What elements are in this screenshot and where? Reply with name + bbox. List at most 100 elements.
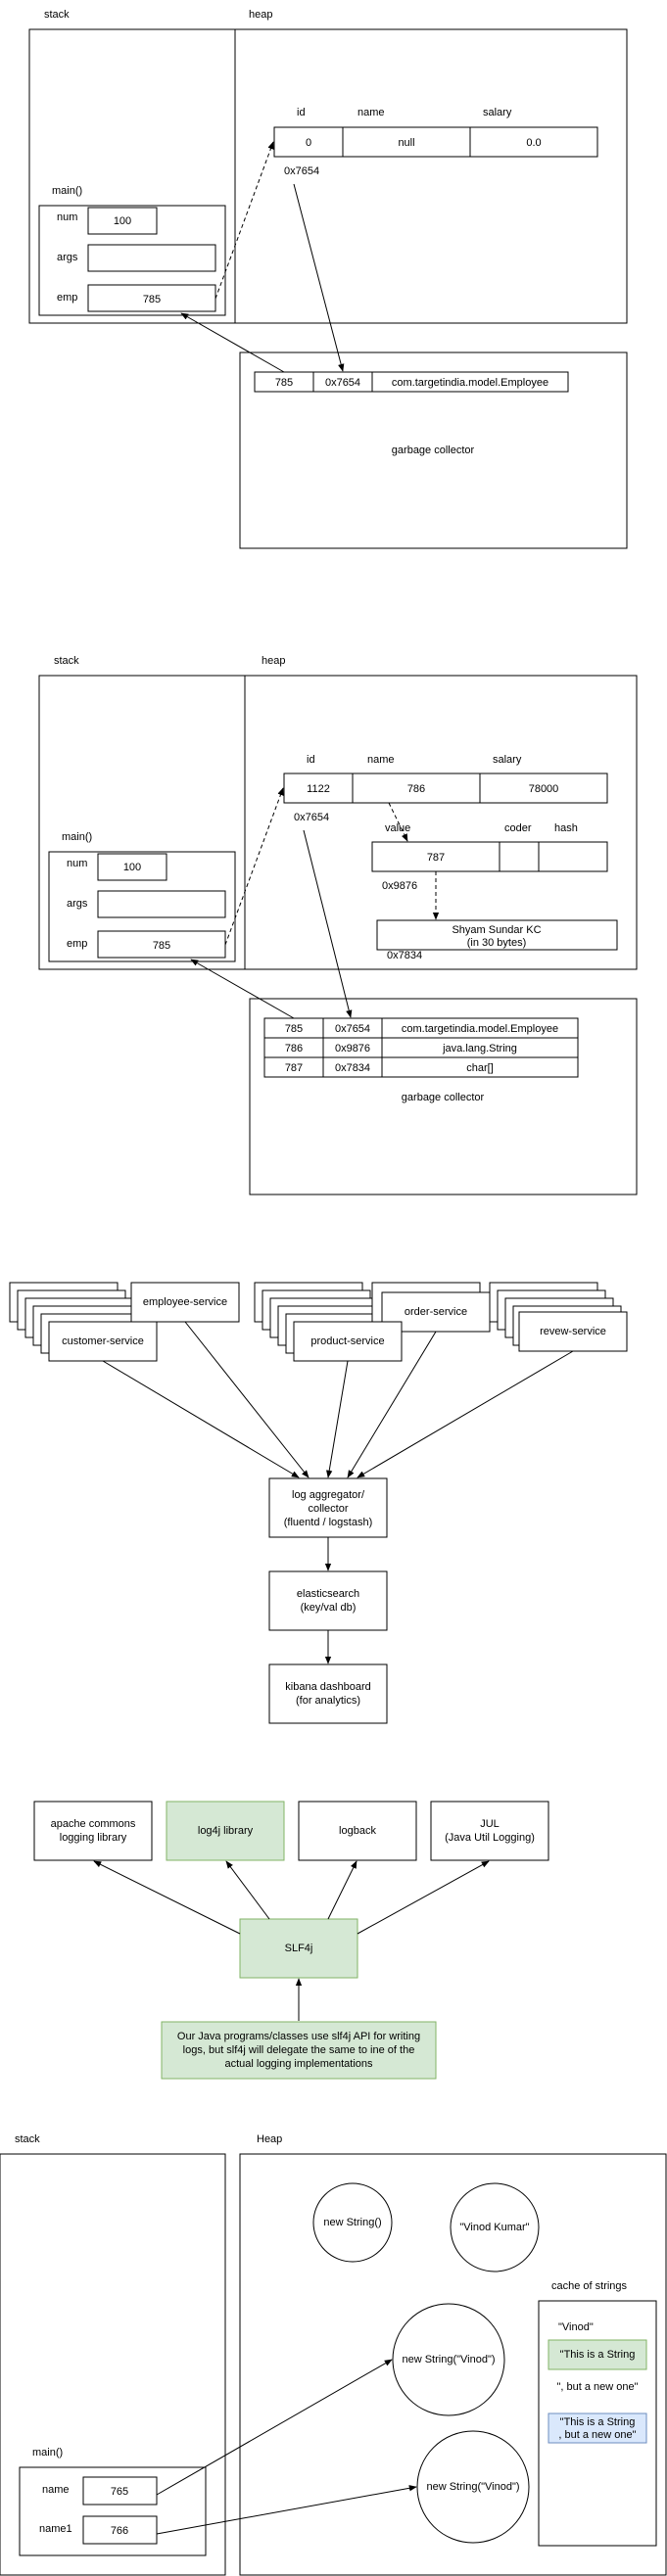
jul-box bbox=[430, 1801, 549, 1861]
gc-label: garbage collector bbox=[402, 1092, 485, 1103]
string-object bbox=[371, 841, 608, 872]
memory-diagram-1: stack heap main() num 100 args emp 785 i… bbox=[28, 9, 628, 549]
gc-label: garbage collector bbox=[392, 445, 475, 456]
var-value-emp: 785 bbox=[143, 294, 161, 305]
slf4j-note bbox=[161, 2021, 437, 2080]
employee-object bbox=[283, 773, 608, 804]
log-aggregator-label: collector bbox=[309, 1503, 349, 1515]
var-value-emp: 785 bbox=[153, 940, 170, 952]
string-object-label: new String("Vinod") bbox=[426, 2481, 519, 2493]
var-box-emp bbox=[97, 930, 226, 959]
char-array-object bbox=[376, 919, 618, 951]
log-aggregator-label: (fluentd / logstash) bbox=[284, 1517, 373, 1528]
heap-label: heap bbox=[249, 9, 272, 21]
memory-diagram-2: stack heap main() num 100 args emp 785 i… bbox=[38, 655, 638, 1195]
commons-logging-label: logging library bbox=[60, 1832, 127, 1844]
order-service-label: order-service bbox=[405, 1306, 467, 1318]
field-header-name: name bbox=[357, 107, 385, 118]
product-service-box bbox=[293, 1321, 403, 1362]
cache-entry-green bbox=[548, 2339, 647, 2370]
gc-cell: 785 bbox=[285, 1023, 303, 1035]
name-reference-arrow bbox=[388, 802, 408, 842]
string-header-value: value bbox=[385, 822, 410, 834]
field-header-salary: salary bbox=[493, 754, 522, 766]
slf4j-box bbox=[239, 1918, 358, 1979]
field-value-salary: 0.0 bbox=[526, 137, 541, 149]
slf4j-diagram: apache commons logging library log4j lib… bbox=[33, 1801, 549, 2080]
cache-label: cache of strings bbox=[551, 2280, 628, 2292]
var-name-num: num bbox=[57, 211, 77, 223]
gc-cell: 0x7834 bbox=[335, 1062, 370, 1074]
gc-cell-address: 0x7654 bbox=[325, 377, 360, 389]
employee-object bbox=[273, 126, 598, 158]
revew-service-box bbox=[518, 1311, 628, 1352]
gc-cell: 0x7654 bbox=[335, 1023, 370, 1035]
log4j-label: log4j library bbox=[198, 1825, 254, 1837]
field-value-id: 0 bbox=[306, 137, 311, 149]
address-arrow bbox=[293, 183, 345, 372]
gc-table-row bbox=[254, 371, 569, 393]
logging-pipeline-diagram: employee-service customer-service order-… bbox=[9, 1282, 628, 1724]
char-array-size: (in 30 bytes) bbox=[467, 937, 527, 949]
stack-label: stack bbox=[15, 2133, 40, 2145]
object-address: 0x7654 bbox=[284, 165, 319, 177]
gc-cell: com.targetindia.model.Employee bbox=[402, 1023, 558, 1035]
emp-reference-arrow bbox=[214, 141, 274, 300]
gc-cell-ref: 785 bbox=[275, 377, 293, 389]
var-value-name1: 766 bbox=[111, 2525, 128, 2537]
commons-logging-label: apache commons bbox=[51, 1818, 136, 1830]
object-address: 0x7654 bbox=[294, 812, 329, 823]
string-object-label: new String() bbox=[323, 2217, 381, 2228]
field-header-name: name bbox=[367, 754, 395, 766]
gc-cell: 0x9876 bbox=[335, 1043, 370, 1054]
elasticsearch-label: (key/val db) bbox=[301, 1602, 357, 1614]
var-name-args: args bbox=[67, 898, 88, 910]
var-name-num: num bbox=[67, 858, 87, 869]
var-box-emp bbox=[87, 284, 216, 312]
field-value-salary: 78000 bbox=[529, 783, 559, 795]
var-box-num bbox=[97, 853, 167, 881]
logback-box bbox=[298, 1801, 417, 1861]
gc-table bbox=[263, 1017, 579, 1078]
var-name-name1: name1 bbox=[39, 2523, 72, 2535]
kibana-box bbox=[268, 1663, 388, 1724]
field-value-id: 1122 bbox=[307, 783, 330, 795]
var-name-args: args bbox=[57, 252, 78, 263]
gc-cell-type: com.targetindia.model.Employee bbox=[392, 377, 548, 389]
main-frame-label: main() bbox=[32, 2447, 63, 2459]
gc-ref-arrow bbox=[190, 959, 295, 1019]
gc-cell: 787 bbox=[285, 1062, 303, 1074]
string-object-circle bbox=[392, 2303, 505, 2416]
slf4j-note-text: logs, but slf4j will delegate the same t… bbox=[183, 2044, 415, 2056]
employee-service-box bbox=[130, 1282, 240, 1323]
cache-entry: "This is a String bbox=[560, 2416, 636, 2428]
string-object-circle bbox=[312, 2182, 393, 2263]
slf4j-note-text: Our Java programs/classes use slf4j API … bbox=[177, 2031, 420, 2042]
var-box-args bbox=[87, 244, 216, 272]
product-service-label: product-service bbox=[310, 1335, 384, 1347]
main-frame-label: main() bbox=[62, 831, 92, 843]
heap-label: heap bbox=[262, 655, 285, 667]
cache-entry-blue bbox=[548, 2412, 647, 2444]
elasticsearch-box bbox=[268, 1570, 388, 1631]
cache-entry: ", but a new one" bbox=[556, 2381, 638, 2393]
char-array-address: 0x7834 bbox=[387, 950, 422, 961]
employee-service-label: employee-service bbox=[143, 1296, 227, 1308]
main-frame-label: main() bbox=[52, 185, 82, 197]
cache-entry: "Vinod" bbox=[558, 2321, 594, 2333]
cache-entry: "This is a String bbox=[560, 2349, 636, 2361]
var-value-num: 100 bbox=[123, 862, 141, 873]
var-name-emp: emp bbox=[67, 938, 87, 950]
string-object-label: new String("Vinod") bbox=[402, 2354, 495, 2365]
var-value-num: 100 bbox=[114, 215, 131, 227]
customer-service-label: customer-service bbox=[62, 1335, 144, 1347]
field-header-id: id bbox=[297, 107, 306, 118]
log-aggregator-label: log aggregator/ bbox=[292, 1489, 365, 1501]
kibana-label: kibana dashboard bbox=[285, 1681, 370, 1693]
field-value-name: 786 bbox=[407, 783, 425, 795]
emp-reference-arrow bbox=[224, 787, 284, 946]
string-object-label: "Vinod Kumar" bbox=[459, 2222, 529, 2233]
string-object-circle bbox=[416, 2430, 530, 2544]
slf4j-note-text: actual logging implementations bbox=[224, 2058, 373, 2070]
